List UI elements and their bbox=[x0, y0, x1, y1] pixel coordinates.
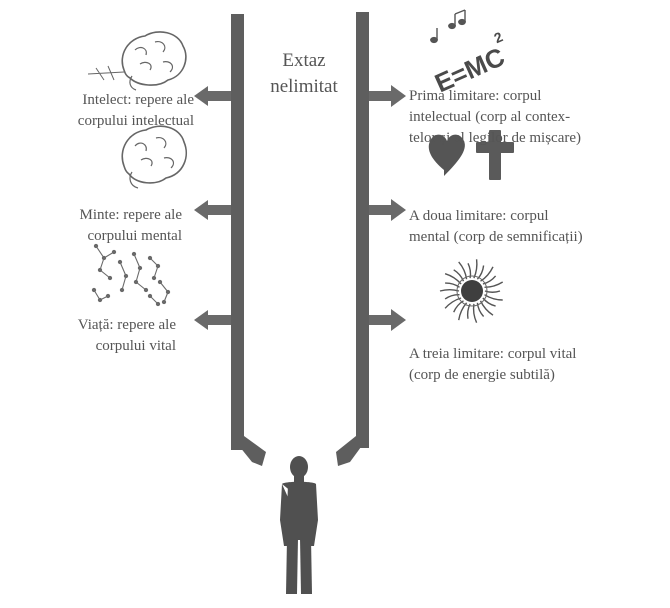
sun-ray bbox=[439, 288, 460, 292]
cross-icon bbox=[476, 130, 514, 180]
left-label-mind-line2: corpului mental bbox=[87, 228, 182, 244]
left-label-life-line2: corpului vital bbox=[95, 338, 176, 354]
arrow-right-1 bbox=[369, 85, 406, 107]
left-label-mind: Minte: repere ale corpului mental bbox=[80, 205, 182, 247]
sun-ray bbox=[472, 303, 478, 323]
sun-ray bbox=[444, 293, 460, 300]
right-column-arrowhead bbox=[336, 436, 369, 466]
right-label-first-line2: intelectual (corp al contex- bbox=[409, 109, 571, 125]
brain-icon bbox=[87, 31, 187, 91]
left-column-bar bbox=[231, 14, 244, 450]
person-icon bbox=[280, 456, 318, 594]
left-label-mind-line1: Minte: repere ale bbox=[79, 207, 182, 223]
left-label-life: Viață: repere ale corpului vital bbox=[78, 315, 176, 357]
sun-ray bbox=[482, 275, 497, 285]
left-label-life-line1: Viață: repere ale bbox=[77, 317, 176, 333]
left-label-intellect: Intelect: repere ale corpului intelectua… bbox=[78, 90, 194, 132]
arrow-left-3 bbox=[194, 310, 231, 330]
sun-ray bbox=[476, 302, 485, 317]
arrow-right-3 bbox=[369, 309, 406, 331]
center-title: Extaz nelimitat bbox=[252, 48, 356, 100]
right-label-second-line1: A doua limitare: corpul bbox=[409, 208, 549, 224]
arrow-left-1 bbox=[194, 86, 231, 106]
right-label-second-limitation: A doua limitare: corpul mental (corp de … bbox=[409, 206, 583, 248]
sun-ray bbox=[482, 297, 496, 307]
sun-ray bbox=[458, 302, 468, 321]
music-notes-icon bbox=[430, 9, 466, 44]
right-label-third-line2: (corp de energie subtilă) bbox=[409, 367, 555, 383]
sun-ray bbox=[476, 265, 485, 280]
right-label-second-line2: mental (corp de semnificații) bbox=[409, 229, 583, 245]
sun-ray bbox=[458, 261, 468, 280]
sun-ray bbox=[453, 300, 464, 313]
left-column-arrowhead bbox=[231, 436, 266, 466]
arrow-right-2 bbox=[369, 199, 406, 221]
center-title-line1: Extaz bbox=[282, 50, 326, 71]
sun-ray bbox=[473, 259, 478, 279]
right-arrows bbox=[369, 85, 406, 331]
right-label-third-line1: A treia limitare: corpul vital bbox=[409, 346, 577, 362]
sun-ray bbox=[484, 290, 501, 293]
right-label-first-line3: telor și al legilor de mișcare) bbox=[409, 130, 582, 146]
right-label-third-limitation: A treia limitare: corpul vital (corp de … bbox=[409, 344, 576, 386]
center-title-line2: nelimitat bbox=[270, 76, 338, 97]
sun-ray bbox=[467, 262, 472, 279]
right-column-bar bbox=[356, 12, 369, 448]
sun-ray bbox=[453, 269, 465, 282]
left-label-intellect-line2: corpului intelectual bbox=[77, 113, 194, 129]
left-column bbox=[231, 14, 266, 466]
sun-ray bbox=[444, 297, 462, 309]
brain-icon bbox=[121, 125, 188, 189]
arrow-left-2 bbox=[194, 200, 231, 220]
sun-icon bbox=[439, 259, 504, 323]
sun-ray bbox=[479, 300, 494, 316]
constellation-icon bbox=[91, 243, 171, 307]
left-arrows bbox=[194, 86, 231, 330]
right-label-first-limitation: Prima limitare: corpul intelectual (corp… bbox=[409, 86, 581, 149]
heart-icon bbox=[428, 134, 465, 176]
sun-ray bbox=[466, 303, 471, 319]
sun-ray bbox=[445, 282, 460, 288]
left-label-intellect-line1: Intelect: repere ale bbox=[82, 92, 194, 108]
right-column bbox=[336, 12, 369, 466]
right-label-first-line1: Prima limitare: corpul bbox=[409, 88, 542, 104]
sun-ray bbox=[484, 294, 503, 301]
